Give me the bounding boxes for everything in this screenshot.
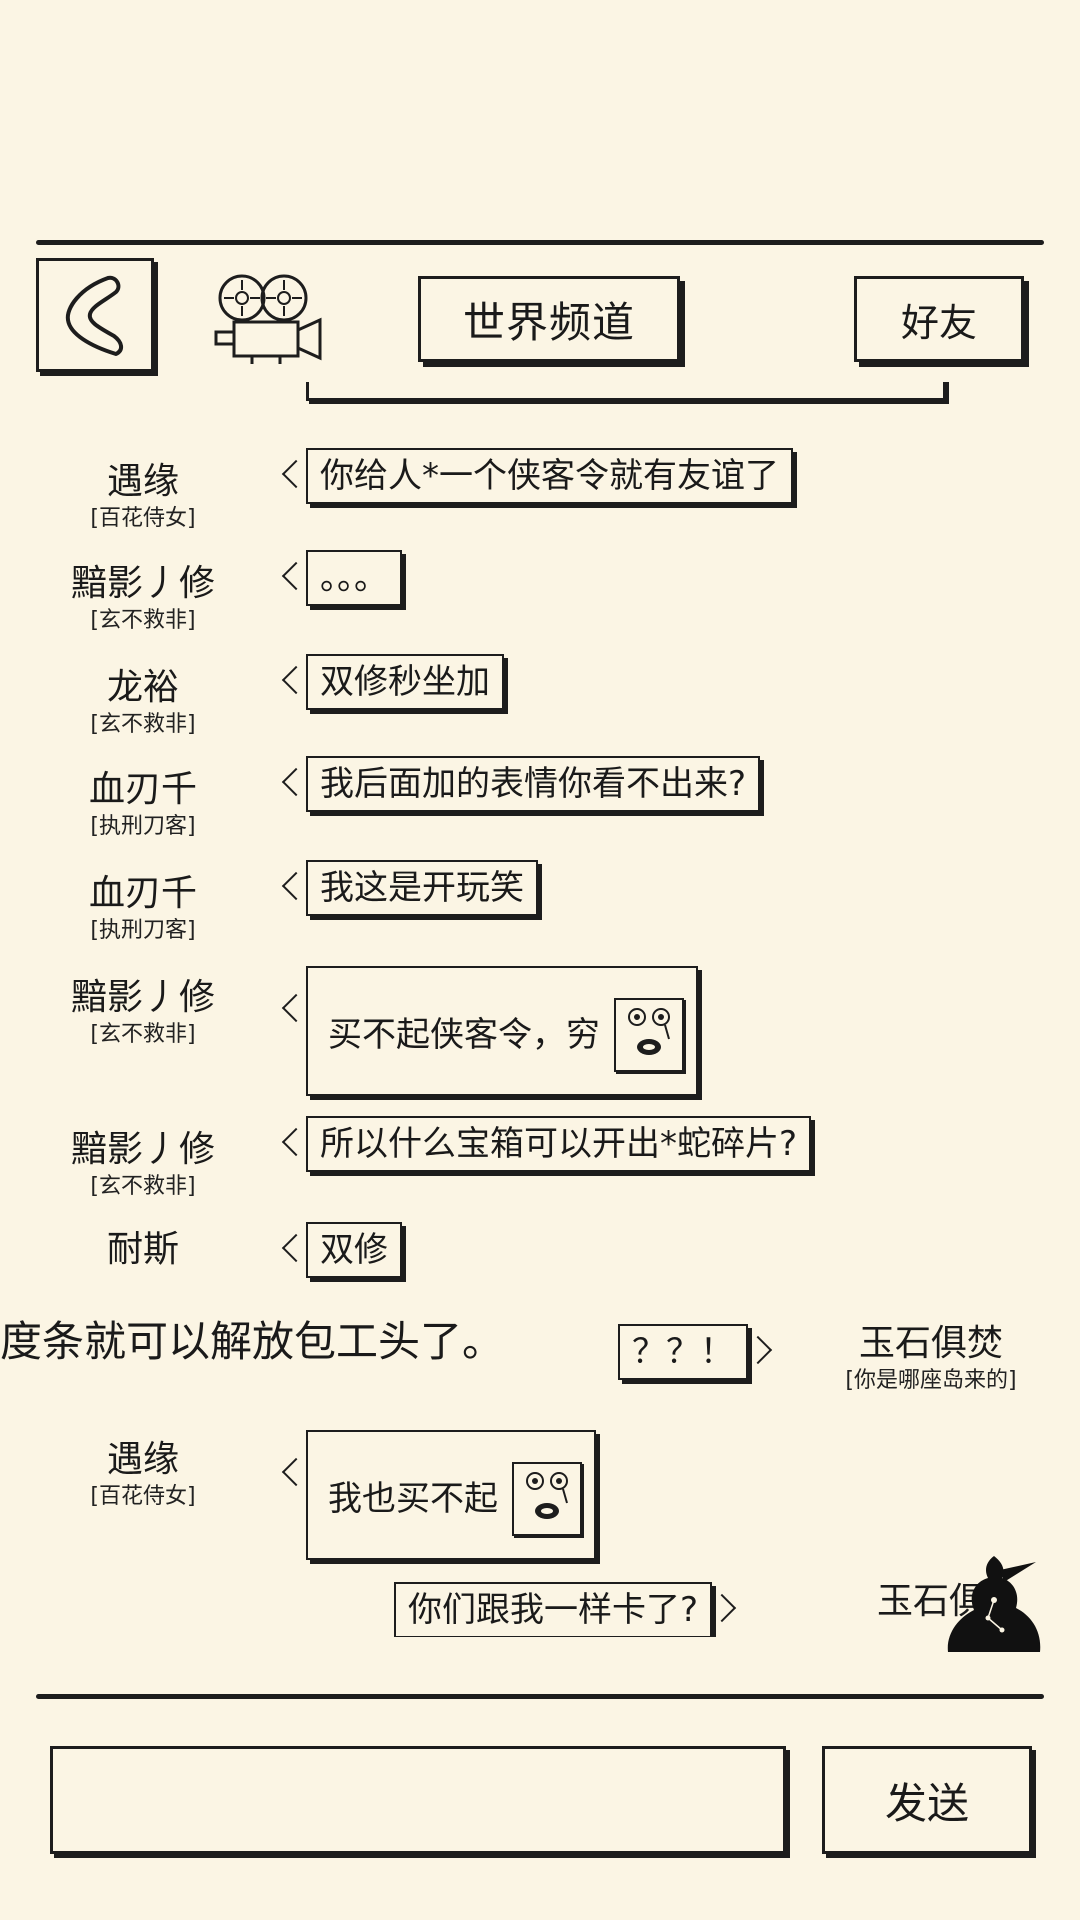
message-sender[interactable]: 血刃千 [执刑刀客] (38, 872, 248, 946)
message-bubble[interactable]: 我也买不起 (306, 1430, 596, 1560)
sender-name: 黯影丿修 (70, 563, 215, 604)
input-divider (36, 1694, 1044, 1699)
tab-world-channel[interactable]: 世界频道 (418, 276, 680, 362)
sender-name: 血刃千 (88, 873, 197, 914)
sender-title: [你是哪座岛来的] (845, 1368, 1017, 1393)
sender-title: [玄不救非] (90, 712, 196, 737)
sender-name: 遇缘 (106, 461, 179, 502)
crying-face-icon[interactable] (512, 1462, 582, 1536)
tab-friends[interactable]: 好友 (854, 276, 1024, 362)
sender-name: 遇缘 (106, 1439, 179, 1480)
sender-name: 黯影丿修 (70, 977, 215, 1018)
sender-name: 黯影丿修 (70, 1129, 215, 1170)
sender-name: 耐斯 (106, 1229, 179, 1270)
tab-friends-label: 好友 (900, 300, 977, 345)
ink-character-icon[interactable] (944, 1552, 1044, 1662)
sender-title: [执刑刀客] (90, 814, 196, 839)
message-sender[interactable]: 遇缘 [百花侍女] (38, 460, 248, 534)
back-button[interactable] (36, 258, 154, 372)
message-bubble[interactable]: 我后面加的表情你看不出来? (306, 756, 761, 812)
message-bubble[interactable]: ？？！ (618, 1324, 748, 1380)
overflow-message-text: 度条就可以解放包工头了。 (0, 1317, 505, 1366)
movie-camera-icon[interactable] (212, 270, 324, 366)
send-button-label: 发送 (884, 1778, 969, 1828)
message-bubble[interactable]: 你给人*一个侠客令就有友谊了 (306, 448, 793, 504)
message-sender[interactable]: 血刃千 [执刑刀客] (38, 768, 248, 842)
tab-world-label: 世界频道 (462, 297, 635, 347)
header-divider (36, 240, 1044, 245)
sender-title: [玄不救非] (90, 608, 196, 633)
message-bubble[interactable]: 你们跟我一样卡了? (394, 1582, 713, 1637)
sender-name: 玉石俱焚 (858, 1323, 1003, 1364)
message-sender[interactable]: 黯影丿修 [玄不救非] (38, 976, 248, 1050)
message-bubble[interactable]: 所以什么宝箱可以开出*蛇碎片? (306, 1116, 812, 1172)
message-text: 所以什么宝箱可以开出*蛇碎片? (320, 1124, 798, 1164)
sender-title: [执刑刀客] (90, 918, 196, 943)
message-text: 你们跟我一样卡了? (408, 1590, 699, 1630)
message-text: 你给人*一个侠客令就有友谊了 (320, 456, 779, 496)
message-text: 买不起侠客令，穷 (328, 1015, 600, 1055)
message-text: 我后面加的表情你看不出来? (320, 764, 747, 804)
chat-input[interactable] (50, 1746, 786, 1854)
sender-title: [百花侍女] (90, 1484, 196, 1509)
message-bubble[interactable]: 。。。 (306, 550, 402, 606)
back-chevron-icon (65, 275, 123, 356)
chat-message-list[interactable]: 遇缘 [百花侍女] 你给人*一个侠客令就有友谊了 黯影丿修 [玄不救非] 。。。… (0, 382, 1080, 1637)
message-text: 双修 (320, 1230, 388, 1270)
message-sender[interactable]: 黯影丿修 [玄不救非] (38, 562, 248, 636)
crying-face-icon[interactable] (614, 998, 684, 1072)
message-text: 。。。 (320, 558, 388, 598)
sender-name: 血刃千 (88, 769, 197, 810)
sender-title: [玄不救非] (90, 1022, 196, 1047)
message-sender[interactable]: 玉石俱焚 [你是哪座岛来的] (826, 1322, 1036, 1396)
message-sender[interactable]: 龙裕 [玄不救非] (38, 666, 248, 740)
message-sender[interactable]: 遇缘 [百花侍女] (38, 1438, 248, 1512)
message-bubble[interactable]: 我这是开玩笑 (306, 860, 538, 916)
sender-title: [百花侍女] (90, 506, 196, 531)
message-bubble[interactable]: 买不起侠客令，穷 (306, 966, 698, 1096)
send-button[interactable]: 发送 (822, 1746, 1032, 1854)
previous-message-bubble (306, 382, 946, 401)
message-text: ？？！ (632, 1332, 734, 1372)
message-text: 我这是开玩笑 (320, 868, 524, 908)
message-text: 双修秒坐加 (320, 662, 490, 702)
message-sender[interactable]: 黯影丿修 [玄不救非] (38, 1128, 248, 1202)
sender-title: [玄不救非] (90, 1174, 196, 1199)
message-bubble[interactable]: 双修 (306, 1222, 402, 1278)
sender-name: 龙裕 (106, 667, 179, 708)
message-bubble[interactable]: 双修秒坐加 (306, 654, 504, 710)
message-sender[interactable]: 耐斯 (38, 1228, 248, 1272)
message-text: 我也买不起 (328, 1479, 498, 1519)
